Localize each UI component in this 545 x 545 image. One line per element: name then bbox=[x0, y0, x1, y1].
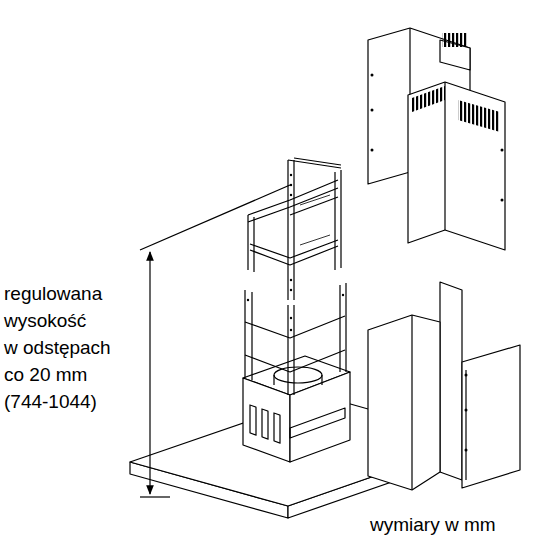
dimension-label: wysokość bbox=[2, 310, 88, 332]
frame bbox=[243, 158, 350, 462]
units-note: wymiary w mm bbox=[368, 514, 498, 536]
dimension-label: (744-1044) bbox=[2, 391, 99, 413]
upper-chimney-cover bbox=[368, 28, 505, 250]
dimension-label: w odstępach bbox=[2, 337, 113, 359]
dimension-label: regulowana bbox=[2, 283, 104, 305]
dimension-label: co 20 mm bbox=[2, 364, 89, 386]
dimension-line bbox=[140, 185, 290, 497]
lower-chimney-cover bbox=[368, 282, 520, 490]
